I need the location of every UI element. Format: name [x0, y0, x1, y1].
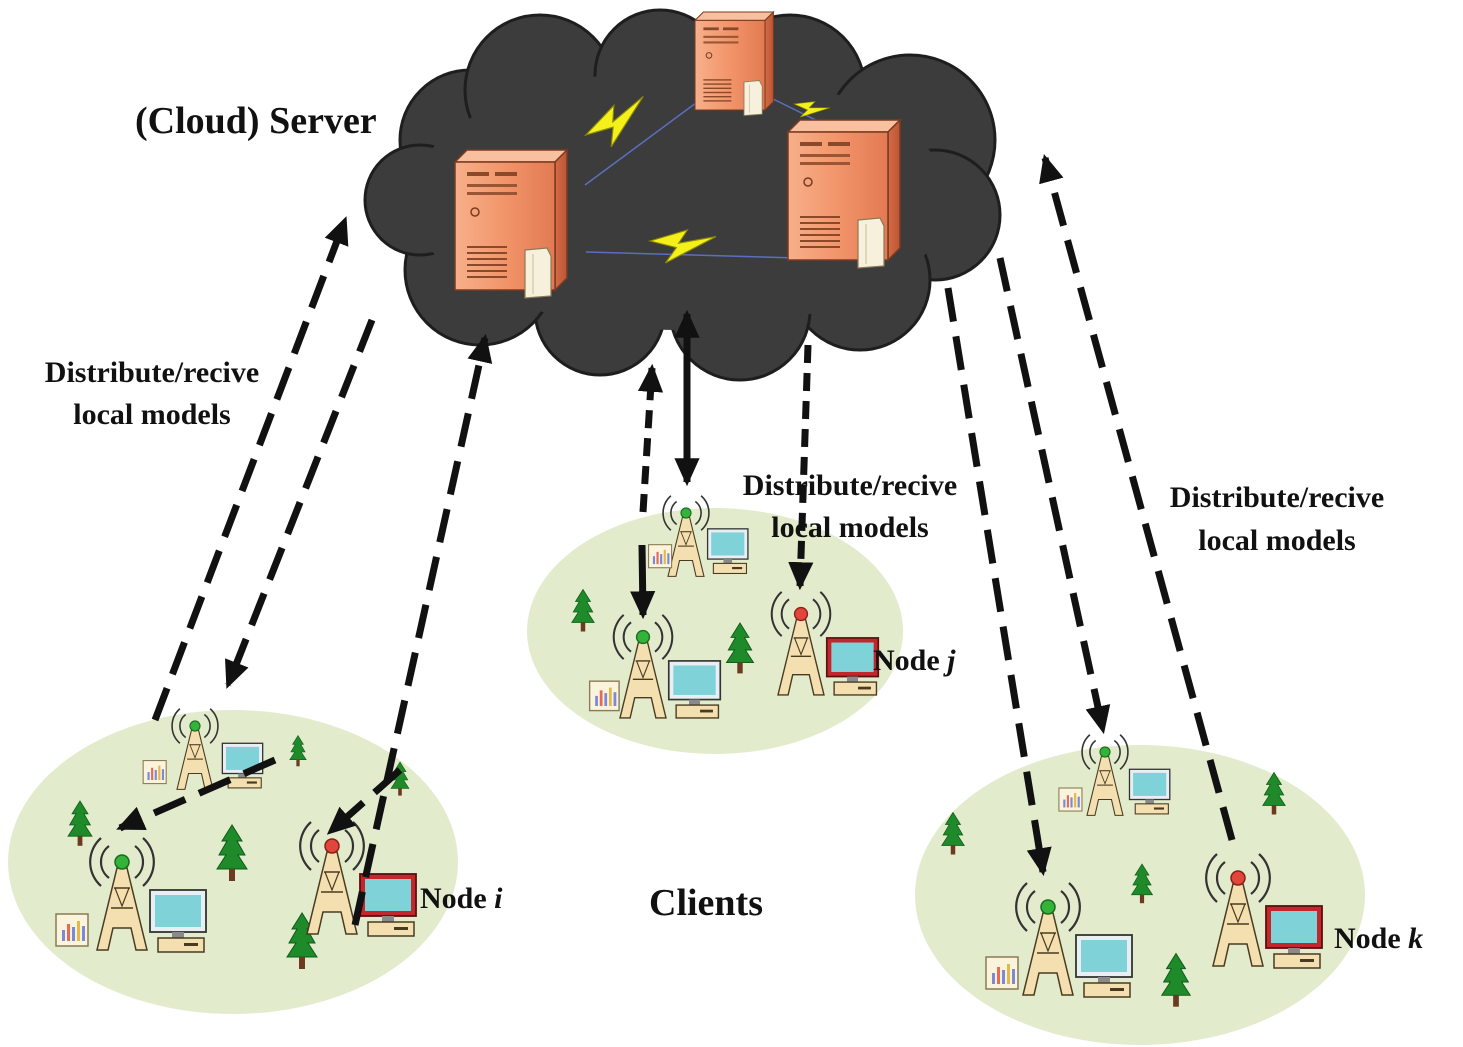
monitor-icon: [825, 637, 880, 696]
arrow-up-i-4: [351, 333, 493, 926]
node-label-k: Node k: [1334, 922, 1423, 955]
monitor-icon: [667, 660, 722, 719]
node-label-i: Node i: [420, 882, 503, 915]
clients-label: Clients: [649, 882, 763, 924]
arrow-down-j-4: [788, 344, 814, 591]
chart-icon: [985, 956, 1019, 990]
chart-icon: [648, 544, 673, 569]
arrow-down-i-3: [116, 756, 277, 832]
monitor-icon: [706, 528, 749, 575]
monitor-icon: [1075, 934, 1133, 998]
arrow-up-k-3: [1039, 153, 1236, 841]
arrow-down-j-3: [630, 544, 656, 620]
link-label-k-line2: local models: [1198, 524, 1356, 557]
link-label-i-line1: Distribute/recive: [45, 356, 259, 389]
arrow-down-i-5: [326, 767, 403, 835]
arrow-down-i-2: [224, 318, 376, 689]
chart-icon: [588, 680, 620, 712]
server-icon: [454, 149, 568, 299]
arrow-up-i-1: [151, 216, 349, 722]
arrow-down-k-2: [996, 257, 1111, 735]
node-label-j: Node j: [873, 644, 956, 677]
monitor-icon: [1128, 768, 1171, 815]
chart-icon: [55, 913, 89, 947]
chart-icon: [1058, 787, 1083, 812]
link-label-k-line1: Distribute/recive: [1170, 481, 1384, 514]
arrows: [116, 153, 1236, 926]
server-icon: [694, 11, 774, 117]
monitor-icon: [359, 873, 417, 937]
link-label-j-line1: Distribute/recive: [743, 469, 957, 502]
arrow-down-k-1: [944, 287, 1052, 877]
arrow-up-j-1: [637, 363, 664, 513]
monitor-icon: [1265, 905, 1323, 969]
monitor-icon: [149, 889, 207, 953]
link-label-i-line2: local models: [73, 398, 231, 431]
link-label-j-line2: local models: [771, 511, 929, 544]
server-title: (Cloud) Server: [135, 100, 377, 142]
chart-icon: [142, 760, 167, 785]
server-icon: [787, 119, 901, 269]
